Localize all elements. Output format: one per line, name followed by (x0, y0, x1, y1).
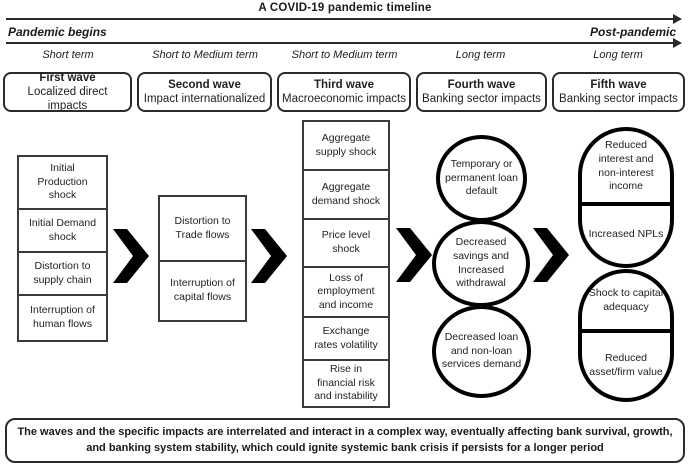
arrow-right-icon (673, 14, 682, 24)
wave-subtitle: Localized direct impacts (27, 86, 108, 113)
chevron-right-icon (113, 229, 149, 283)
term-label-wave1: Short term (42, 49, 94, 61)
wave1-impacts-stack: Initial Production shock Initial Demand … (17, 155, 108, 342)
page-title: A COVID-19 pandemic timeline (258, 2, 432, 14)
wave4-impact-circle: Decreased loan and non-loan services dem… (432, 305, 531, 398)
term-label-wave4: Long term (455, 49, 506, 61)
wave-subtitle: Impact internationalized (143, 93, 266, 105)
impact-cell: Distortion to Trade flows (174, 214, 231, 241)
wave-title: Fifth wave (590, 78, 647, 91)
impact-cell: Shock to capital adequacy (588, 287, 664, 313)
wave5-impacts-stadium-bottom: Shock to capital adequacy Reduced asset/… (578, 269, 674, 402)
term-label-wave2: Short to Medium term (152, 49, 258, 61)
wave-header-fifth: Fifth wave Banking sector impacts (552, 72, 685, 112)
impact-cell: Interruption of capital flows (160, 260, 245, 320)
timeline-end-label: Post-pandemic (589, 25, 676, 39)
divider (582, 329, 670, 333)
wave2-impacts-stack: Distortion to Trade flows Interruption o… (158, 195, 247, 322)
impact-cell: Loss of employment and income (304, 266, 388, 316)
wave-title: Third wave (313, 78, 375, 91)
timeline-arrow-bottom (6, 38, 682, 48)
wave-subtitle: Banking sector impacts (422, 93, 541, 105)
footer-note-text: The waves and the specific impacts are i… (17, 425, 673, 454)
impact-cell: Initial Demand shock (19, 208, 106, 251)
arrow-right-icon (673, 38, 682, 48)
impact-cell: Distortion to supply chain (19, 251, 106, 294)
wave-header-second: Second wave Impact internationalized (137, 72, 272, 112)
wave-title: Fourth wave (447, 78, 516, 91)
wave4-impact-circle: Temporary or permanent loan default (436, 135, 527, 222)
impact-cell: Exchange rates volatility (304, 316, 388, 359)
impact-cell: Interruption of human flows (19, 294, 106, 340)
term-label-wave3: Short to Medium term (291, 49, 398, 61)
chevron-right-icon (251, 229, 287, 283)
impact-cell: Reduced interest and non-interest income (598, 139, 654, 193)
wave-subtitle: Macroeconomic impacts (282, 93, 406, 105)
impact-cell: Rise in financial risk and instability (304, 359, 388, 406)
impact-cell: Aggregate demand shock (304, 169, 388, 218)
divider (582, 202, 670, 206)
impact-cell: Initial Production shock (37, 162, 88, 202)
chevron-right-icon (533, 228, 569, 282)
impact-cell: Reduced asset/firm value (589, 351, 663, 378)
timeline-arrow-top (6, 14, 682, 24)
wave-subtitle: Banking sector impacts (559, 93, 678, 105)
impact-cell: Price level shock (304, 218, 388, 266)
timeline-start-label: Pandemic begins (8, 25, 107, 39)
wave-title: First wave (39, 71, 96, 84)
wave4-impact-circle: Decreased savings and Increased withdraw… (432, 220, 530, 307)
wave3-impacts-stack: Aggregate supply shock Aggregate demand … (302, 120, 390, 408)
term-label-wave5: Long term (593, 49, 643, 61)
footer-note-box: The waves and the specific impacts are i… (5, 418, 685, 463)
wave-title: Second wave (168, 78, 241, 91)
wave-header-first: First wave Localized direct impacts (3, 72, 132, 112)
impact-cell: Aggregate supply shock (315, 131, 377, 158)
wave-header-third: Third wave Macroeconomic impacts (277, 72, 411, 112)
wave5-impacts-stadium-top: Reduced interest and non-interest income… (578, 127, 674, 268)
wave-header-fourth: Fourth wave Banking sector impacts (416, 72, 547, 112)
impact-cell: Increased NPLs (588, 228, 664, 241)
chevron-right-icon (396, 228, 432, 282)
